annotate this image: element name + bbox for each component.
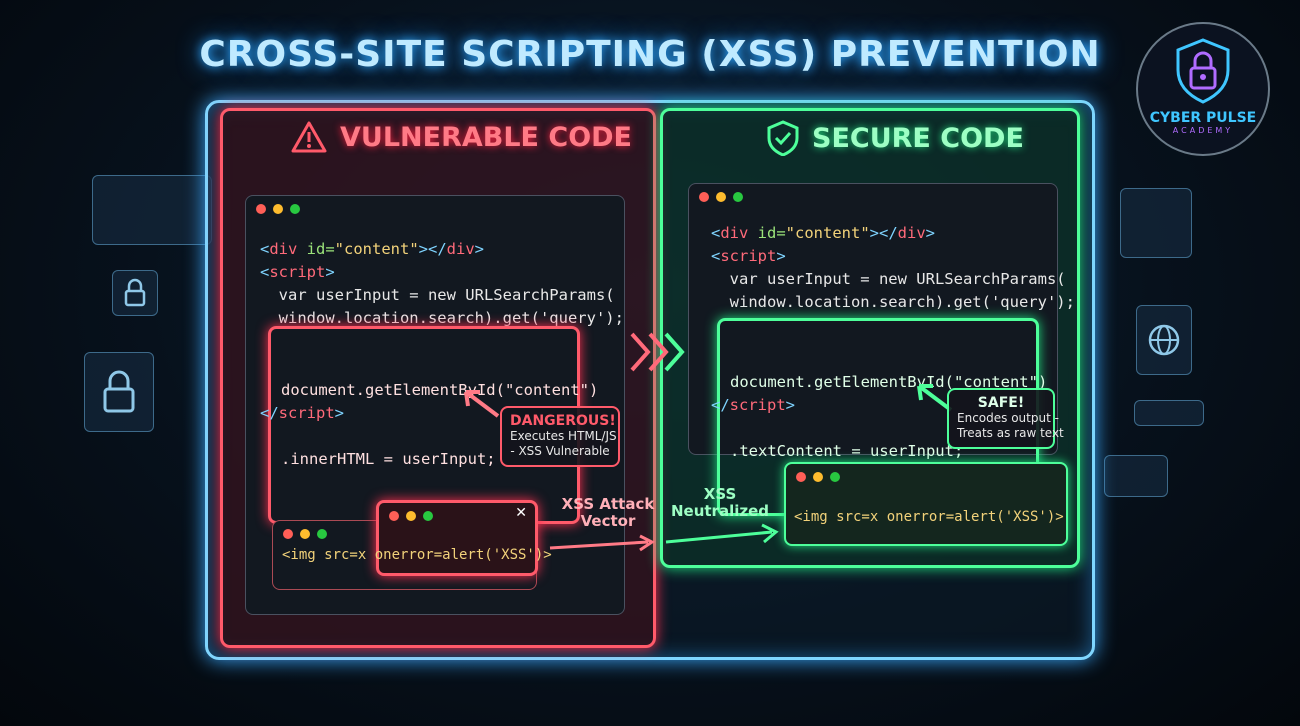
code-token: script — [720, 247, 777, 265]
code-line: .textContent = userInput; — [730, 442, 964, 460]
logo-title: CYBER PULSE — [1149, 110, 1257, 126]
callout-text: Encodes output - — [957, 411, 1059, 425]
code-token: > — [925, 224, 936, 242]
neutralized-window: <img src=x onerror=alert('XSS')> — [784, 462, 1068, 546]
secure-payload: <img src=x onerror=alert('XSS')> — [794, 509, 1064, 525]
alert-popup: ✕ — [376, 500, 538, 576]
lock-panel — [84, 352, 154, 432]
close-icon[interactable]: ✕ — [515, 505, 527, 521]
code-line: </script> — [260, 402, 344, 425]
callout-text: - XSS Vulnerable — [510, 444, 610, 458]
code-line: <script> — [711, 245, 1075, 268]
side-code-panel — [92, 175, 212, 245]
code-token: "content" — [334, 240, 419, 258]
secure-heading: SECURE CODE — [766, 120, 1024, 156]
side-code-panel — [1104, 455, 1168, 497]
chevrons-icon — [630, 332, 685, 372]
code-line: document.getElementById("content") — [730, 373, 1048, 391]
code-line: window.location.search).get('query'); — [711, 291, 1075, 314]
code-token: < — [711, 224, 721, 242]
warning-triangle-icon — [291, 121, 327, 153]
code-token: var userInput = new URLSearchParams( — [260, 286, 615, 304]
code-token: > — [776, 247, 786, 265]
arrow-icon — [917, 384, 953, 412]
vulnerable-heading-text: VULNERABLE CODE — [340, 121, 633, 153]
code-token: script — [269, 263, 326, 281]
code-line: <div id="content"></div> — [260, 238, 624, 261]
code-token: div — [897, 224, 926, 242]
code-token: id= — [306, 240, 335, 258]
code-token: var userInput = new URLSearchParams( — [711, 270, 1066, 288]
side-code-panel — [1120, 188, 1192, 258]
code-line: <script> — [260, 261, 624, 284]
code-line: document.getElementById("content") — [281, 381, 599, 399]
code-line: var userInput = new URLSearchParams( — [260, 284, 624, 307]
code-token: > — [785, 396, 796, 414]
code-token: script — [278, 404, 335, 422]
callout-text: Executes HTML/JS — [510, 429, 617, 443]
code-token: div — [269, 240, 307, 258]
shield-check-icon — [767, 120, 799, 156]
vulnerable-heading: VULNERABLE CODE — [290, 120, 632, 154]
vulnerable-payload: <img src=x onerror=alert('XSS')> — [282, 547, 552, 563]
attack-vector-label: XSS Attack Vector — [561, 495, 655, 530]
lock-panel — [112, 270, 158, 316]
globe-icon — [1148, 324, 1180, 356]
shield-lock-icon — [1176, 38, 1230, 104]
lock-icon — [124, 278, 146, 307]
code-line: </script> — [711, 394, 795, 417]
code-line: window.location.search).get('query'); — [260, 307, 624, 330]
code-token: > — [325, 263, 335, 281]
script-close-tag: </script> — [260, 402, 344, 425]
callout-text: Treats as raw text — [957, 426, 1064, 440]
callout-title: DANGEROUS! — [510, 413, 616, 429]
side-status-panel — [1134, 400, 1204, 426]
code-token: > — [334, 404, 345, 422]
code-token: div — [720, 224, 758, 242]
code-token: div — [446, 240, 475, 258]
code-token: > — [474, 240, 485, 258]
secure-code-window: <div id="content"></div><script> var use… — [688, 183, 1075, 516]
code-line: var userInput = new URLSearchParams( — [711, 268, 1075, 291]
code-token: ></ — [418, 240, 447, 258]
code-token: </ — [711, 396, 730, 414]
attack-arrow — [549, 534, 655, 552]
code-token: < — [260, 263, 270, 281]
dangerous-callout: DANGEROUS! Executes HTML/JS - XSS Vulner… — [500, 406, 620, 467]
neutralized-arrow — [665, 523, 779, 544]
code-token: script — [729, 396, 786, 414]
globe-panel — [1136, 305, 1192, 375]
logo-subtitle: ACADEMY — [1172, 126, 1234, 135]
vulnerable-code-block: <div id="content"></div><script> var use… — [260, 238, 624, 330]
code-token: </ — [260, 404, 279, 422]
neutralized-label: XSS Neutralized — [670, 485, 770, 520]
page-title: CROSS-SITE SCRIPTING (XSS) PREVENTION — [199, 34, 1101, 75]
code-token: < — [260, 240, 270, 258]
window-controls — [246, 196, 624, 222]
code-line: .innerHTML = userInput; — [281, 450, 496, 468]
code-token: < — [711, 247, 721, 265]
code-token: "content" — [785, 224, 870, 242]
code-token: window.location.search).get('query'); — [711, 293, 1075, 311]
secure-code-block: <div id="content"></div><script> var use… — [711, 222, 1075, 314]
code-token: window.location.search).get('query'); — [260, 309, 624, 327]
code-token: id= — [757, 224, 786, 242]
arrow-icon — [464, 390, 500, 418]
code-line: <div id="content"></div> — [711, 222, 1075, 245]
cyber-pulse-logo: CYBER PULSE ACADEMY — [1136, 22, 1270, 156]
lock-icon — [103, 370, 135, 413]
secure-heading-text: SECURE CODE — [812, 122, 1024, 154]
callout-title: SAFE! — [977, 395, 1025, 411]
safe-callout: SAFE! Encodes output - Treats as raw tex… — [947, 388, 1064, 449]
code-token: ></ — [869, 224, 898, 242]
script-close-tag: </script> — [711, 394, 795, 417]
